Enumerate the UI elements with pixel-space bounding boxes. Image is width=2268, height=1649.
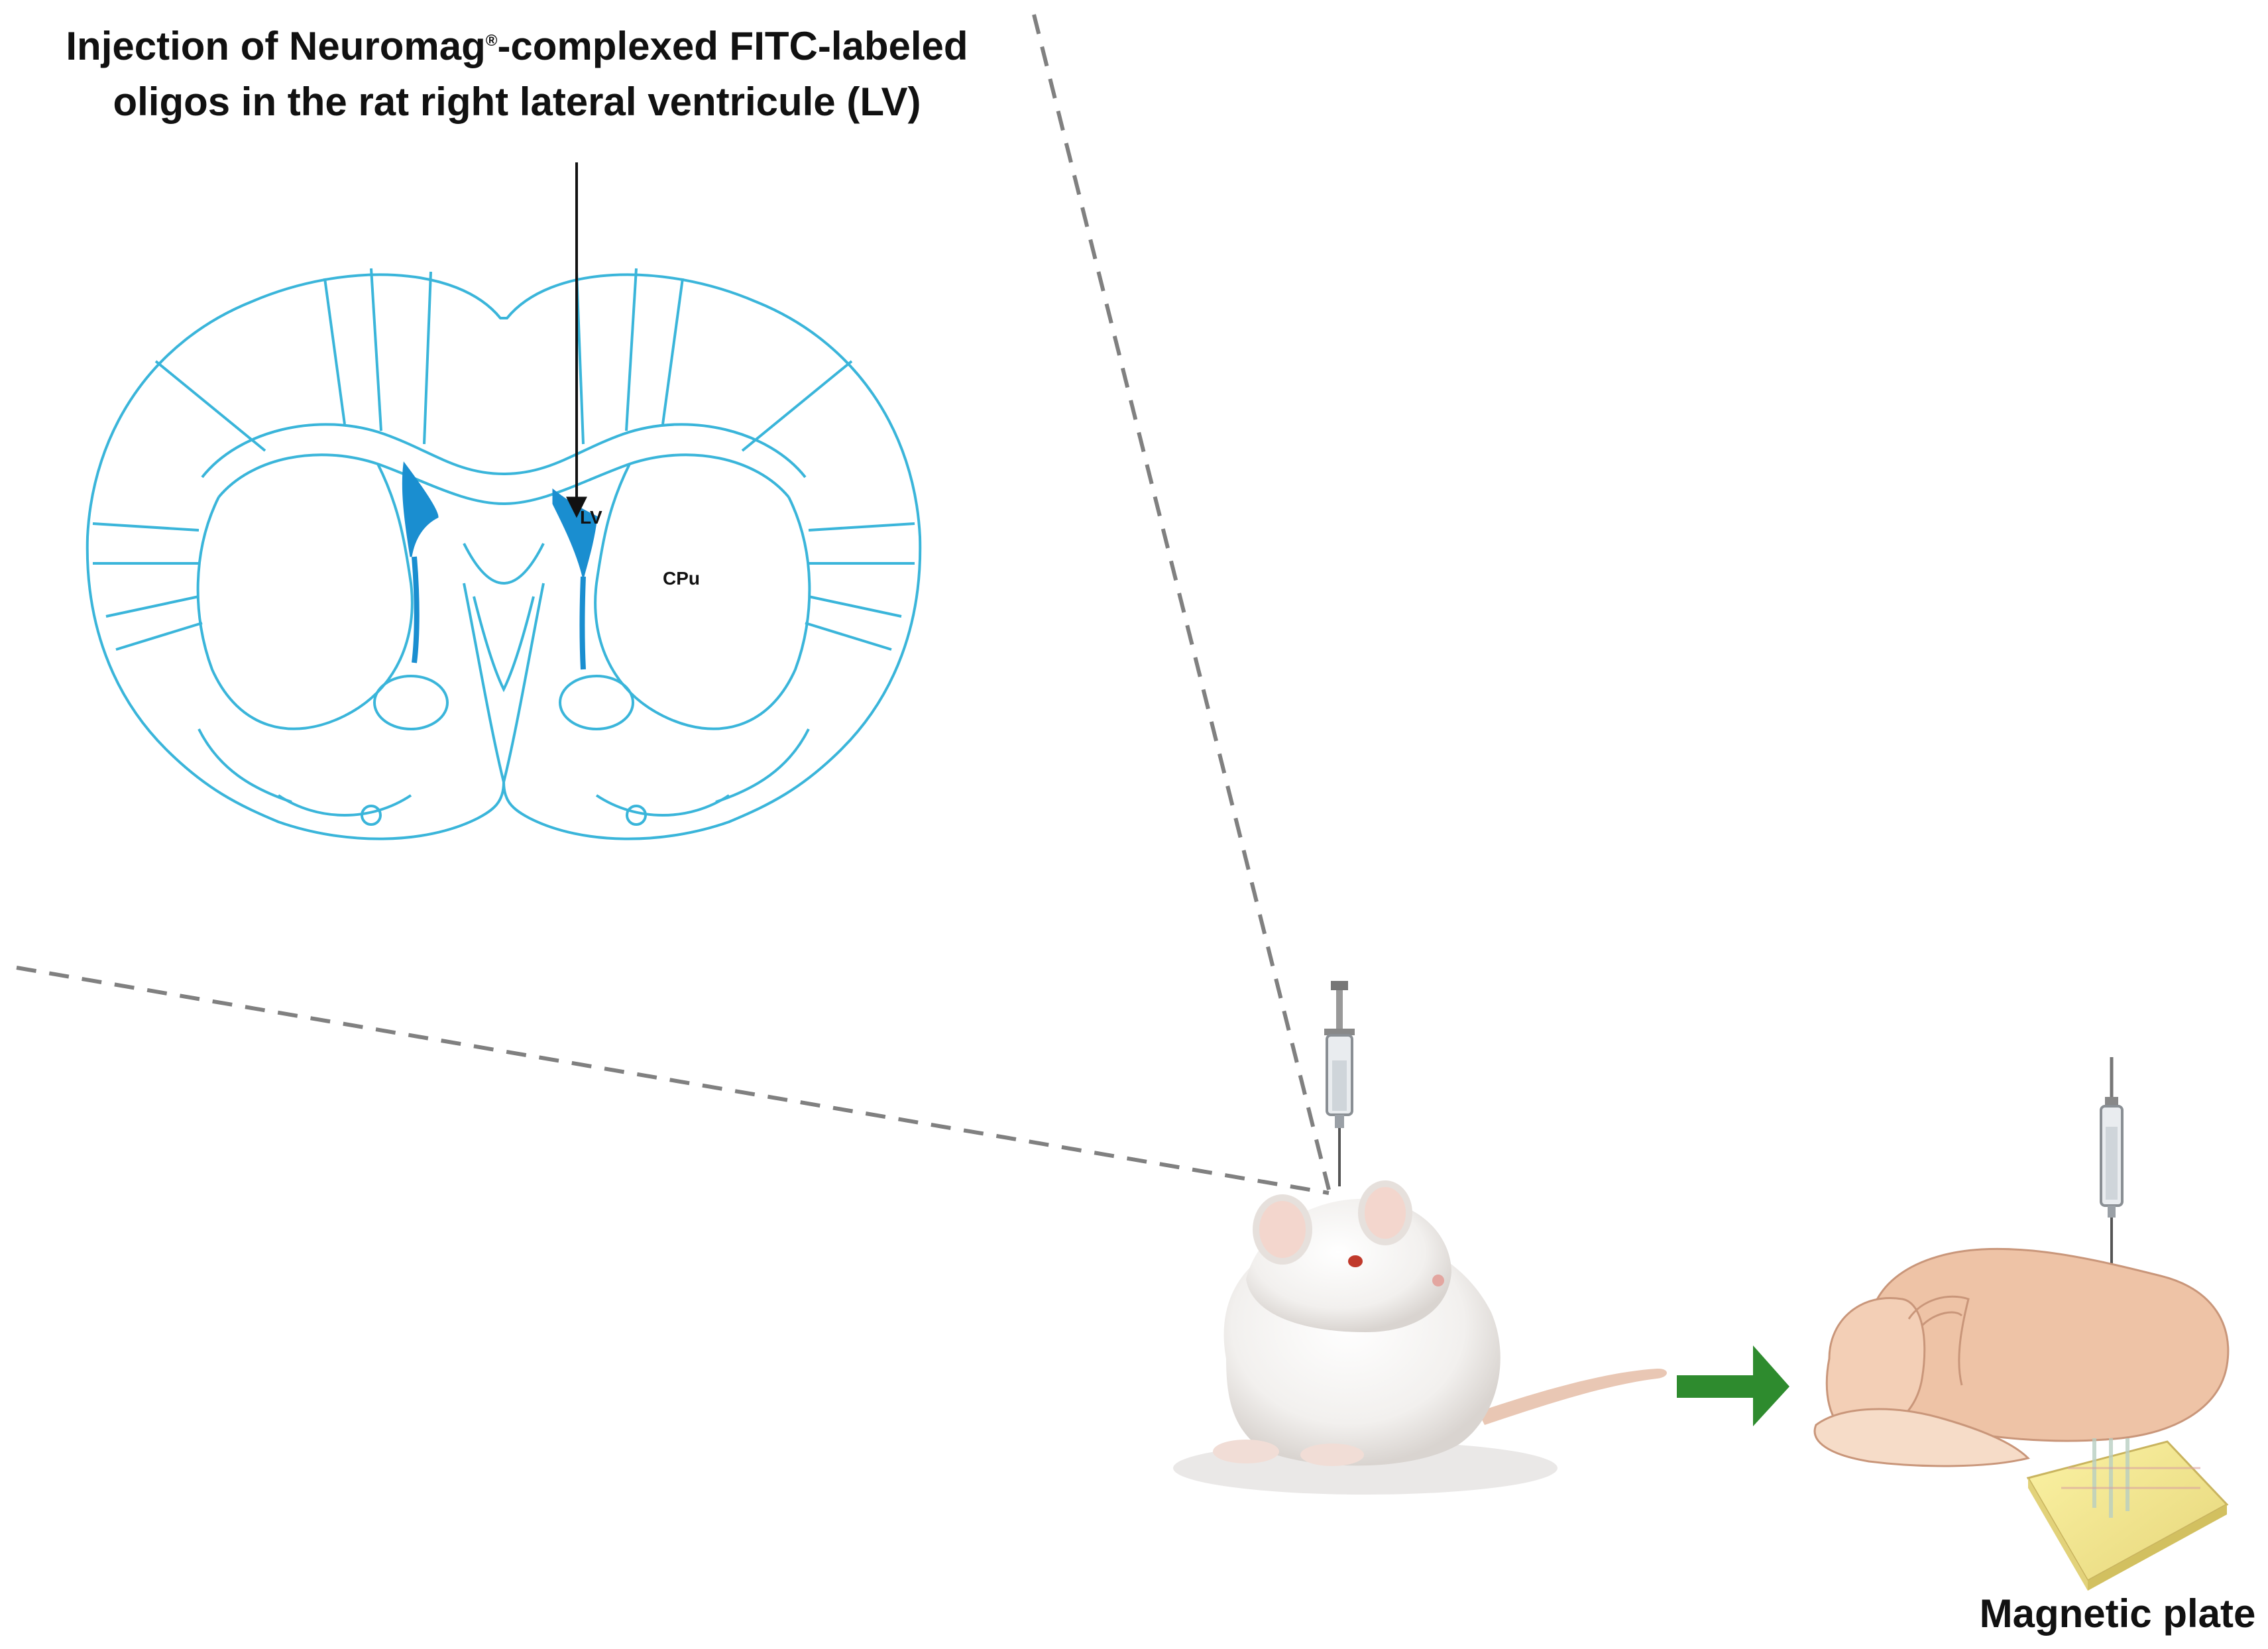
title-line-2: oligos in the rat right lateral ventricu… xyxy=(113,80,921,124)
ventral-structures xyxy=(198,543,810,826)
striatum-right xyxy=(594,463,811,730)
ventricle-right-horn xyxy=(579,576,586,670)
magnetic-plate-label: Magnetic plate xyxy=(1979,1591,2256,1636)
rat-ear-right xyxy=(1358,1180,1412,1245)
striatum-left xyxy=(196,463,414,730)
brain-icon xyxy=(1813,1247,2230,1467)
rat-nose xyxy=(1432,1275,1444,1286)
zoom-line-upper xyxy=(1032,14,1331,1190)
corpus-callosum-inner xyxy=(217,453,790,506)
syringe-icon xyxy=(1324,981,1355,1186)
zoom-dashed-lines xyxy=(16,14,1331,1195)
lateral-ventricles xyxy=(402,461,598,670)
ventricle-right xyxy=(552,488,598,577)
coronal-brain-section xyxy=(85,268,922,840)
corpus-callosum xyxy=(201,423,807,479)
cpu-label: CPu xyxy=(663,568,700,589)
rat-paw-left xyxy=(1213,1440,1279,1463)
diagram-title: Injection of Neuromag®-complexed FITC-la… xyxy=(27,19,1007,130)
zoom-line-lower xyxy=(16,966,1330,1195)
section-outline xyxy=(85,273,922,840)
registered-mark: ® xyxy=(485,32,498,50)
rat-ear-left xyxy=(1253,1194,1312,1265)
ventricle-left-horn xyxy=(412,556,420,663)
syringe-icon xyxy=(2100,1057,2124,1291)
title-text-part: -complexed FITC-labeled xyxy=(497,24,968,68)
ventricle-left xyxy=(402,461,439,557)
right-arrow-icon xyxy=(1677,1345,1789,1426)
rat-paw-right xyxy=(1300,1444,1364,1466)
rat-eye xyxy=(1348,1255,1363,1267)
rat-icon xyxy=(1173,1180,1667,1495)
title-line-1: Injection of Neuromag®-complexed FITC-la… xyxy=(27,19,1007,74)
brain-stem xyxy=(1813,1408,2030,1467)
rat-tail xyxy=(1478,1368,1667,1425)
title-text-part: Injection of Neuromag xyxy=(66,24,486,68)
lv-label: LV xyxy=(580,507,602,528)
magnetic-plate-icon xyxy=(2026,1438,2229,1591)
cortex-radial-lines-right xyxy=(575,268,915,651)
midline-right xyxy=(502,583,545,783)
midline-left xyxy=(463,583,505,783)
cortex-radial-lines-left xyxy=(92,268,432,651)
